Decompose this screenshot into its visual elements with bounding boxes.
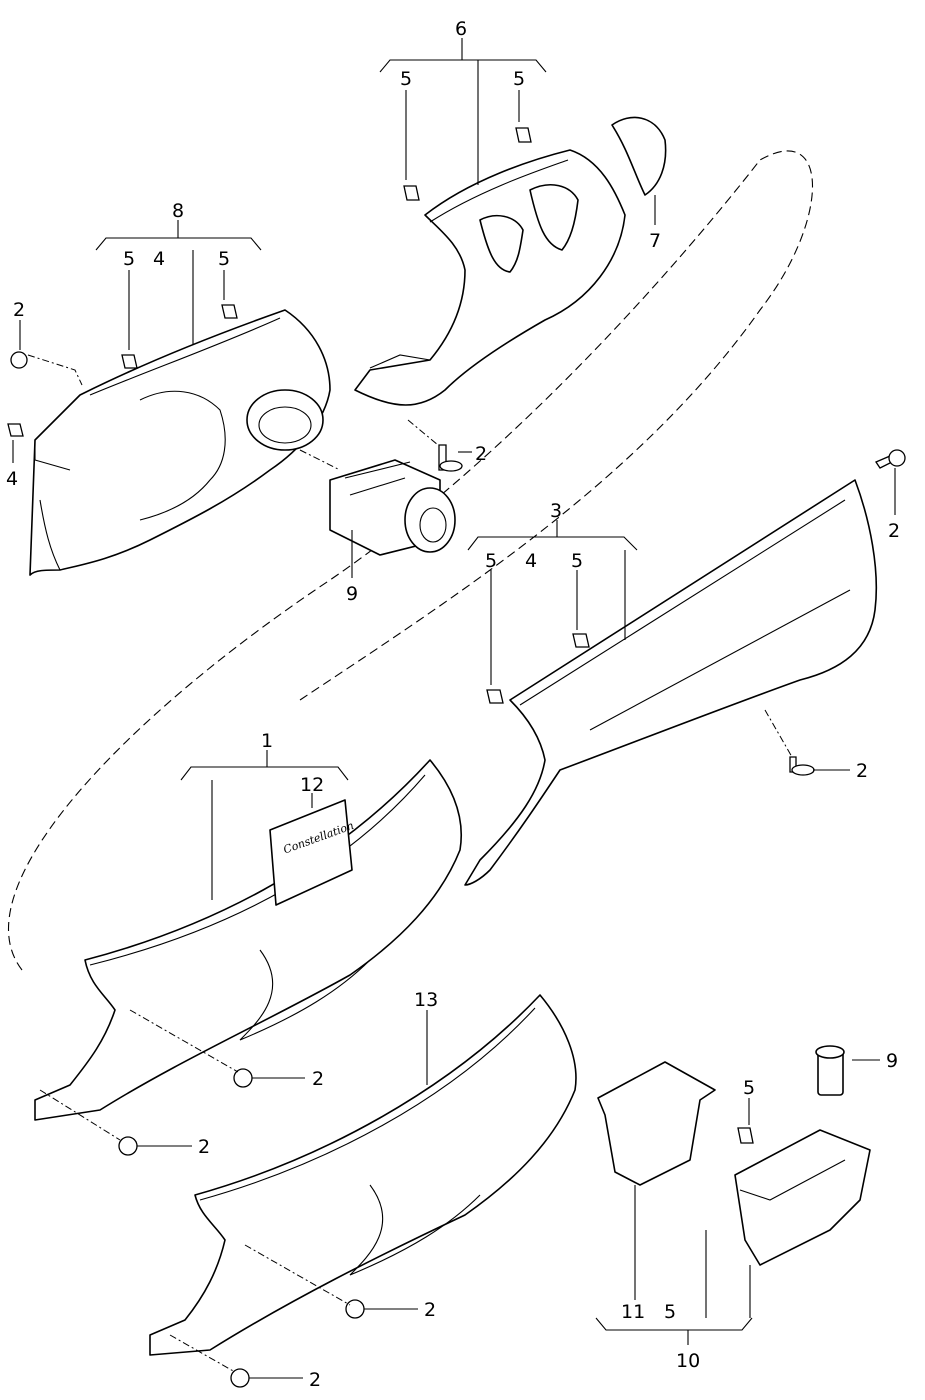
assembly-boundary-dashed (8, 150, 814, 971)
label-12: 12 (300, 774, 324, 796)
label-4-right: 4 (525, 550, 537, 572)
label-5-right-b: 5 (571, 550, 583, 572)
leader-lines (12, 38, 896, 1379)
label-11: 11 (621, 1301, 645, 1323)
part-10-small-glovebox (734, 1045, 871, 1266)
label-4-left: 4 (153, 248, 165, 270)
part-12-badge: Constellation (269, 799, 356, 906)
label-13: 13 (414, 989, 438, 1011)
label-5-upper-left: 5 (400, 68, 412, 90)
label-2-center: 2 (475, 443, 487, 465)
part-9-light-switch (329, 459, 456, 556)
label-2-lower-b: 2 (309, 1369, 321, 1391)
label-2-glovebox-a: 2 (312, 1068, 324, 1090)
label-4-far-left: 4 (6, 468, 18, 490)
label-5-left-a: 5 (123, 248, 135, 270)
part-1-glovebox-outer (34, 759, 463, 1121)
screws (10, 351, 906, 1388)
part-6-upper-column-cover (354, 149, 626, 406)
label-6: 6 (455, 18, 467, 40)
part-7-trim-cap (611, 116, 667, 196)
label-2-glovebox-b: 2 (198, 1136, 210, 1158)
callout-labels: 6 5 5 7 8 5 4 5 2 4 2 9 2 3 5 4 5 2 1 12… (6, 18, 900, 1391)
label-9-switch: 9 (346, 583, 358, 605)
part-3-right-trim-panel (464, 479, 878, 886)
label-2-right-mid: 2 (856, 760, 868, 782)
label-5-bottom: 5 (664, 1301, 676, 1323)
label-9-lower: 9 (886, 1050, 898, 1072)
label-2-right-top: 2 (888, 520, 900, 542)
part-13-glovebox-lower (149, 994, 577, 1356)
label-5-lower: 5 (743, 1077, 755, 1099)
label-1: 1 (261, 730, 273, 752)
label-5-upper-right: 5 (513, 68, 525, 90)
label-2-lower-a: 2 (424, 1299, 436, 1321)
part-11-tray (597, 1061, 716, 1186)
label-3: 3 (550, 500, 562, 522)
label-2-far-left: 2 (13, 299, 25, 321)
part-8-lower-column-cover (29, 309, 331, 576)
label-7: 7 (649, 230, 661, 252)
clips (7, 127, 754, 1144)
label-8: 8 (172, 200, 184, 222)
label-5-left-b: 5 (218, 248, 230, 270)
label-10: 10 (676, 1350, 700, 1372)
label-5-right-a: 5 (485, 550, 497, 572)
